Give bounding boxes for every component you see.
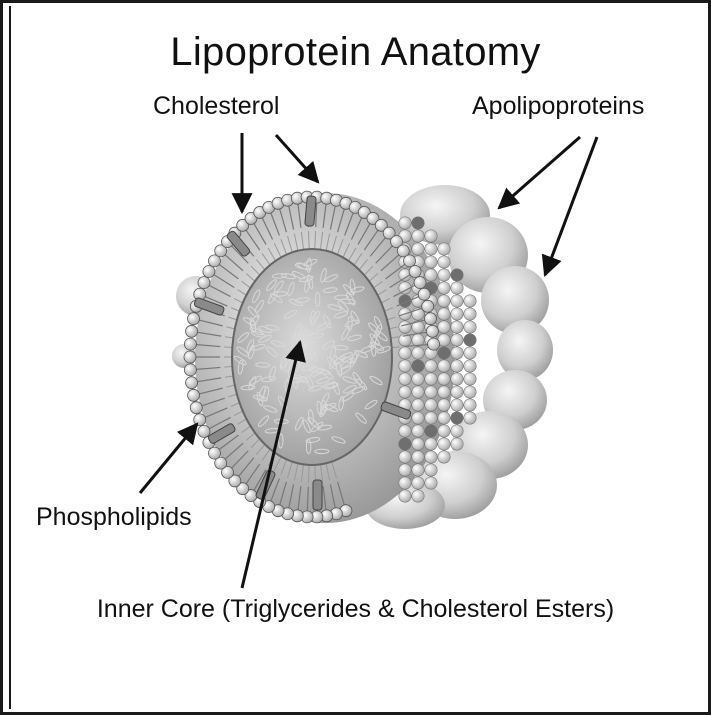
label-apolipoproteins: Apolipoproteins [472, 92, 644, 121]
label-inner-core: Inner Core (Triglycerides & Cholesterol … [0, 595, 711, 624]
diagram-title: Lipoprotein Anatomy [0, 30, 711, 75]
label-cholesterol: Cholesterol [153, 92, 279, 121]
arrow-cholesterol-2 [276, 135, 318, 182]
label-phospholipids: Phospholipids [36, 503, 192, 532]
arrow-phospholipids [140, 424, 197, 493]
arrow-apolipoproteins-1 [499, 137, 580, 208]
lipoprotein-illustration [172, 185, 553, 529]
arrow-apolipoproteins-2 [545, 137, 597, 275]
